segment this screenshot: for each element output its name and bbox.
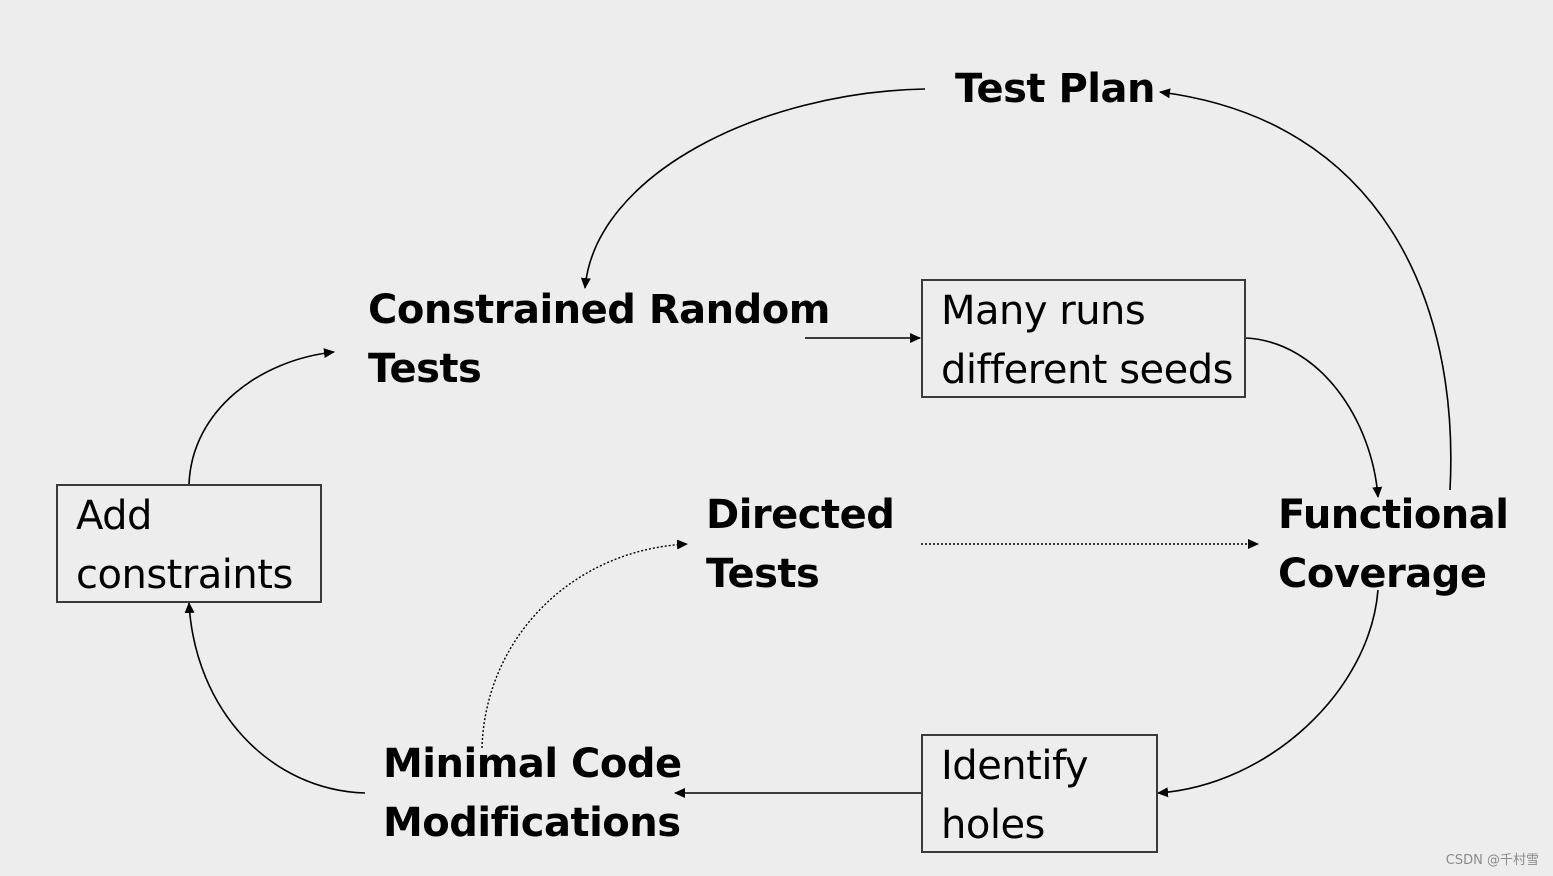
node-constrained-random-tests: Constrained Random Tests: [368, 281, 830, 399]
arrow-minimal-code-to-directed: [481, 539, 688, 749]
arrow-add-constraints-to-crt: [188, 348, 335, 485]
arrow-testplan-to-crt: [580, 88, 926, 289]
node-test-plan: Test Plan: [955, 60, 1155, 119]
node-test-plan-line-1: Test Plan: [955, 66, 1155, 112]
node-directed-tests-line-2: Tests: [706, 551, 820, 597]
node-identify-holes-line-2: holes: [941, 802, 1045, 848]
arrow-minimal-code-to-add-constraints: [184, 602, 366, 794]
node-directed-tests-line-1: Directed: [706, 492, 895, 538]
node-identify-holes: Identify holes: [941, 737, 1089, 855]
arrow-coverage-to-identify-holes: [1157, 589, 1379, 798]
arrow-coverage-to-testplan: [1159, 88, 1452, 491]
node-minimal-code-modifications-line-2: Modifications: [383, 800, 681, 846]
node-functional-coverage: Functional Coverage: [1278, 486, 1509, 604]
node-constrained-random-tests-line-2: Tests: [368, 346, 482, 392]
node-many-runs-line-2: different seeds: [941, 347, 1234, 393]
node-add-constraints-line-1: Add: [76, 493, 152, 539]
node-directed-tests: Directed Tests: [706, 486, 895, 604]
node-identify-holes-line-1: Identify: [941, 743, 1089, 789]
node-constrained-random-tests-line-1: Constrained Random: [368, 287, 830, 333]
node-identify-holes-box: Identify holes: [921, 734, 1158, 853]
arrow-many-runs-to-coverage: [1245, 337, 1383, 498]
node-many-runs-box: Many runs different seeds: [921, 279, 1246, 398]
watermark: CSDN @千村雪: [1445, 853, 1539, 868]
node-add-constraints: Add constraints: [76, 487, 293, 605]
node-add-constraints-box: Add constraints: [56, 484, 322, 603]
node-minimal-code-modifications: Minimal Code Modifications: [383, 735, 682, 853]
node-add-constraints-line-2: constraints: [76, 552, 293, 598]
node-many-runs-line-1: Many runs: [941, 288, 1146, 334]
node-minimal-code-modifications-line-1: Minimal Code: [383, 741, 682, 787]
node-functional-coverage-line-2: Coverage: [1278, 551, 1487, 597]
node-functional-coverage-line-1: Functional: [1278, 492, 1509, 538]
node-many-runs: Many runs different seeds: [941, 282, 1234, 400]
